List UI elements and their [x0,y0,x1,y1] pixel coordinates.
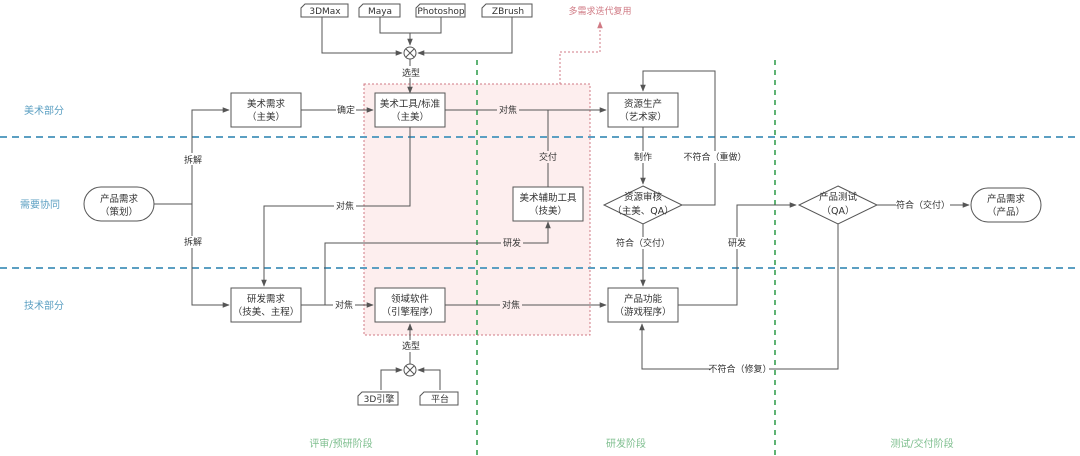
edge-label-reject-fix: 不符合（修复） [708,363,771,375]
svg-text:（技美）: （技美） [529,205,567,217]
merge-icon-bottom [403,363,417,377]
edge-label-select-top: 选型 [402,67,420,79]
edge-label-reject-redo: 不符合（重做） [683,151,746,163]
svg-text:（引擎程序）: （引擎程序） [381,306,438,318]
svg-text:Photoshop: Photoshop [417,7,465,17]
tool-3dmax: 3DMax [300,3,349,18]
node-product-feature: 产品功能 （游戏程序） [607,287,679,323]
node-domain-sw: 领域软件 （引擎程序） [374,287,446,323]
merge-icon-top [403,46,417,60]
svg-text:研发需求: 研发需求 [247,293,286,305]
node-art-tools: 美术工具/标准 （主美） [374,92,446,128]
svg-text:（主美）: （主美） [247,111,285,123]
svg-text:（游戏程序）: （游戏程序） [614,306,671,318]
svg-text:产品需求: 产品需求 [100,193,139,205]
lane-label-collab: 需要协同 [20,198,60,211]
edge-label-align-domain: 对焦 [502,299,520,311]
tool-photoshop: Photoshop [415,3,466,18]
edge-label-confirm: 确定 [337,104,355,116]
svg-text:（技美、主程）: （技美、主程） [233,306,300,318]
edge-label-decompose-up: 拆解 [184,154,202,166]
node-resource-review: 资源审核 （主美、QA） [602,185,684,225]
edge-label-align-dev: 对焦 [335,299,353,311]
svg-text:Maya: Maya [368,7,392,17]
lane-label-tech: 技术部分 [24,299,64,312]
svg-text:产品功能: 产品功能 [624,293,663,305]
reuse-note-label: 多需求迭代复用 [568,5,631,17]
edge-label-align-collab: 对焦 [336,200,354,212]
svg-text:ZBrush: ZBrush [492,7,524,17]
svg-text:（产品）: （产品） [987,206,1025,218]
svg-text:（QA）: （QA） [822,205,855,217]
svg-text:美术工具/标准: 美术工具/标准 [380,98,441,110]
edge-label-develop-aux: 研发 [503,237,521,249]
edge-label-decompose-down: 拆解 [184,236,202,248]
edge-label-make: 制作 [634,151,652,163]
lane-label-art: 美术部分 [24,104,64,117]
edge-label-deliver-aux: 交付 [539,151,557,163]
node-product-test: 产品测试 （QA） [797,185,879,225]
tool-zbrush: ZBrush [481,3,533,18]
svg-text:产品需求: 产品需求 [987,193,1026,205]
node-product-req-plan: 产品需求 （策划） [83,186,155,222]
edge-label-pass-final: 符合（交付） [896,199,950,211]
phase-label-dev: 研发阶段 [606,437,646,450]
edge-label-align-art: 对焦 [499,104,517,116]
node-resource-prod: 资源生产 （艺术家） [607,92,679,128]
reuse-note-connector [559,21,603,84]
svg-text:领域软件: 领域软件 [391,293,430,305]
phase-label-test: 测试/交付阶段 [890,437,953,450]
node-product-req-final: 产品需求 （产品） [970,187,1042,223]
svg-text:（主美、QA）: （主美、QA） [612,205,673,217]
svg-text:平台: 平台 [431,393,449,405]
svg-text:3D引擎: 3D引擎 [364,393,395,405]
tool-platform: 平台 [419,391,459,406]
svg-text:美术辅助工具: 美术辅助工具 [519,192,577,204]
edge-label-develop-test: 研发 [728,237,746,249]
svg-text:（主美）: （主美） [391,111,429,123]
node-art-aux-tools: 美术辅助工具 （技美） [512,186,584,222]
svg-text:（策划）: （策划） [100,206,138,218]
tool-3d-engine: 3D引擎 [357,391,399,406]
node-dev-req: 研发需求 （技美、主程） [230,287,302,323]
node-art-req: 美术需求 （主美） [230,92,302,128]
svg-text:资源生产: 资源生产 [624,98,662,110]
svg-text:产品测试: 产品测试 [819,191,858,203]
edge-label-pass-deliver: 符合（交付） [616,237,670,249]
svg-text:资源审核: 资源审核 [624,191,663,203]
svg-text:（艺术家）: （艺术家） [619,111,667,123]
svg-text:美术需求: 美术需求 [247,98,286,110]
phase-label-review: 评审/预研阶段 [309,437,372,450]
edge-label-select-bottom: 选型 [402,340,420,352]
svg-text:3DMax: 3DMax [309,7,341,17]
tool-maya: Maya [358,3,401,18]
